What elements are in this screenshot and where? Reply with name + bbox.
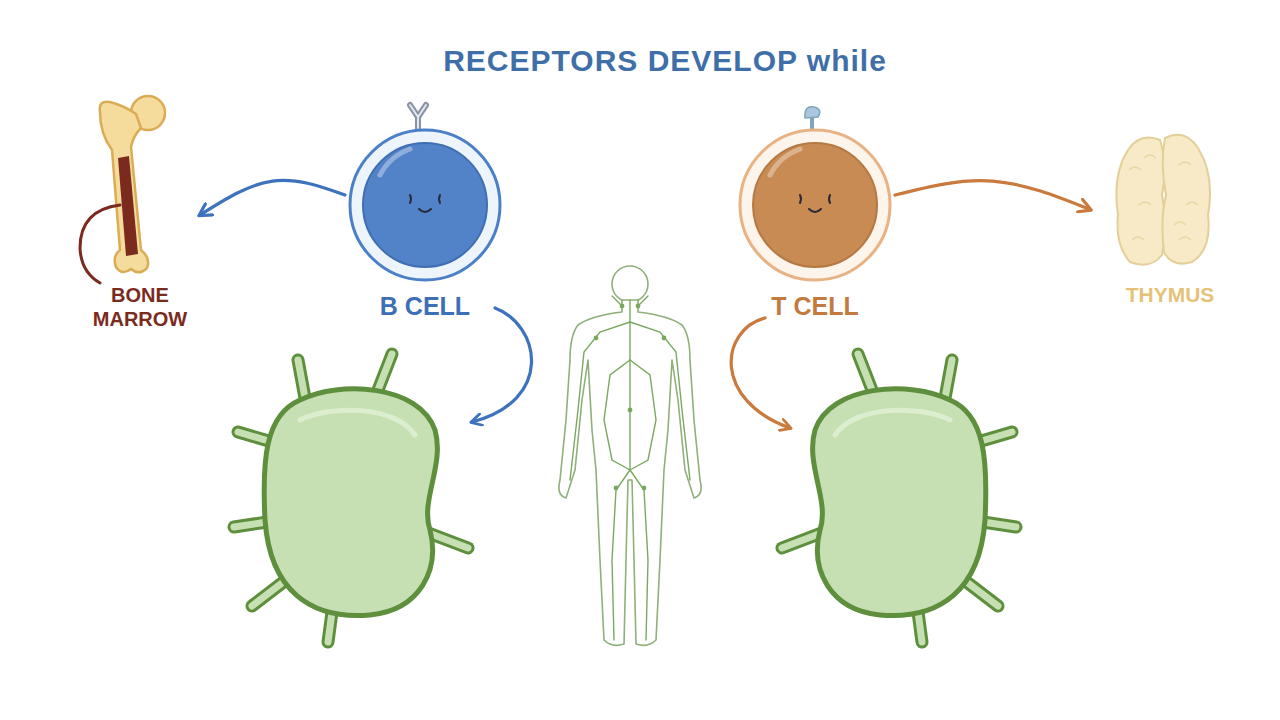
lymph-dot bbox=[620, 304, 625, 309]
cell-nucleus bbox=[363, 143, 487, 267]
lymph-dot bbox=[628, 408, 633, 413]
lymph-vessel-fill bbox=[234, 354, 468, 642]
connector-arrow bbox=[895, 181, 1090, 210]
cell-highlight bbox=[380, 149, 410, 175]
lymph-node bbox=[782, 354, 1016, 642]
thymus-lobule bbox=[1144, 155, 1156, 158]
lymph-vessel bbox=[328, 612, 332, 642]
lymph-node-body bbox=[264, 389, 437, 616]
thymus-lobe bbox=[1162, 135, 1210, 264]
lymph-dot bbox=[636, 304, 641, 309]
lymph-node bbox=[234, 354, 468, 642]
lymph-line bbox=[570, 322, 630, 480]
thymus-lobule bbox=[1179, 162, 1191, 165]
cell-face bbox=[410, 195, 440, 212]
lymph-line bbox=[612, 470, 630, 640]
bcell-outline bbox=[345, 95, 505, 325]
lymph-vessel bbox=[234, 522, 267, 527]
thymus-shape bbox=[1116, 135, 1210, 265]
lymph-vessel bbox=[328, 612, 332, 642]
node-label: BONE MARROW bbox=[80, 283, 200, 331]
lymph-node-highlight bbox=[300, 410, 415, 435]
cell-membrane bbox=[350, 130, 500, 280]
tcell-outline bbox=[735, 95, 895, 325]
thymus-node: THYMUS bbox=[1090, 130, 1250, 315]
diagram-title: RECEPTORS DEVELOP while bbox=[340, 44, 990, 78]
cell-eye bbox=[829, 195, 830, 203]
node-label: B CELL bbox=[345, 291, 505, 321]
lymph-dot bbox=[614, 486, 619, 491]
lymph-vessel bbox=[378, 354, 392, 390]
cell-smile bbox=[419, 209, 431, 212]
antibody-receptor bbox=[410, 105, 426, 130]
lymph-dots bbox=[594, 304, 667, 491]
thymus-lobule bbox=[1174, 222, 1186, 225]
migration-arrow bbox=[472, 308, 532, 422]
bcell-shape bbox=[350, 105, 500, 280]
thymus-lobule bbox=[1132, 237, 1144, 240]
cell-smile bbox=[809, 209, 821, 212]
lymph-line bbox=[629, 300, 630, 470]
bone-shaft bbox=[100, 102, 148, 273]
lymph-line bbox=[604, 360, 630, 470]
lymph-vessel bbox=[252, 583, 282, 606]
tcell-node: T CELL bbox=[735, 95, 895, 325]
cell-highlight bbox=[770, 149, 800, 175]
lymph-line bbox=[612, 296, 648, 306]
thymus-lobule bbox=[1186, 202, 1198, 205]
cell-face bbox=[800, 195, 830, 212]
migration-arrow bbox=[731, 318, 790, 428]
human-figure bbox=[559, 266, 701, 645]
connector-arrow bbox=[200, 180, 345, 215]
lymph-vessel-outline bbox=[234, 354, 468, 642]
tcell-shape bbox=[740, 107, 890, 280]
node-label: T CELL bbox=[735, 291, 895, 321]
node-label: THYMUS bbox=[1090, 282, 1250, 307]
t-cell-receptor bbox=[805, 107, 820, 130]
lymph-vessel bbox=[298, 360, 305, 398]
receptor-head bbox=[805, 107, 820, 118]
cell-membrane bbox=[740, 130, 890, 280]
thymus-lobule bbox=[1179, 237, 1191, 240]
cell-eye bbox=[800, 195, 801, 203]
lymph-dot bbox=[662, 336, 667, 341]
receptor-fill bbox=[410, 105, 426, 130]
lymph-line bbox=[630, 470, 648, 640]
thymus-lobule bbox=[1139, 202, 1151, 205]
receptor-outline bbox=[410, 105, 426, 130]
figure-outline bbox=[559, 300, 701, 645]
thymus-lobule bbox=[1129, 167, 1141, 170]
cell-eye bbox=[410, 195, 411, 203]
bone-shape bbox=[80, 96, 165, 283]
lymph-vessels-body bbox=[570, 296, 690, 640]
lymph-line bbox=[630, 322, 690, 480]
thymus-lobe bbox=[1116, 138, 1165, 265]
cell-nucleus bbox=[753, 143, 877, 267]
bcell-node: B CELL bbox=[345, 95, 505, 325]
receptor-stalk bbox=[810, 118, 814, 130]
thymus-texture bbox=[1129, 155, 1198, 240]
lymph-dot bbox=[642, 486, 647, 491]
cell-eye bbox=[439, 195, 440, 203]
lymph-vessel bbox=[378, 354, 392, 390]
lymph-vessel bbox=[298, 360, 305, 398]
lymph-line bbox=[630, 360, 656, 470]
leader-line bbox=[80, 205, 120, 283]
figure-head bbox=[612, 266, 648, 302]
lymph-dot bbox=[594, 336, 599, 341]
bone-node: BONE MARROW bbox=[70, 95, 200, 340]
lymph-vessel bbox=[234, 522, 267, 527]
lymph-vessel bbox=[252, 583, 282, 606]
